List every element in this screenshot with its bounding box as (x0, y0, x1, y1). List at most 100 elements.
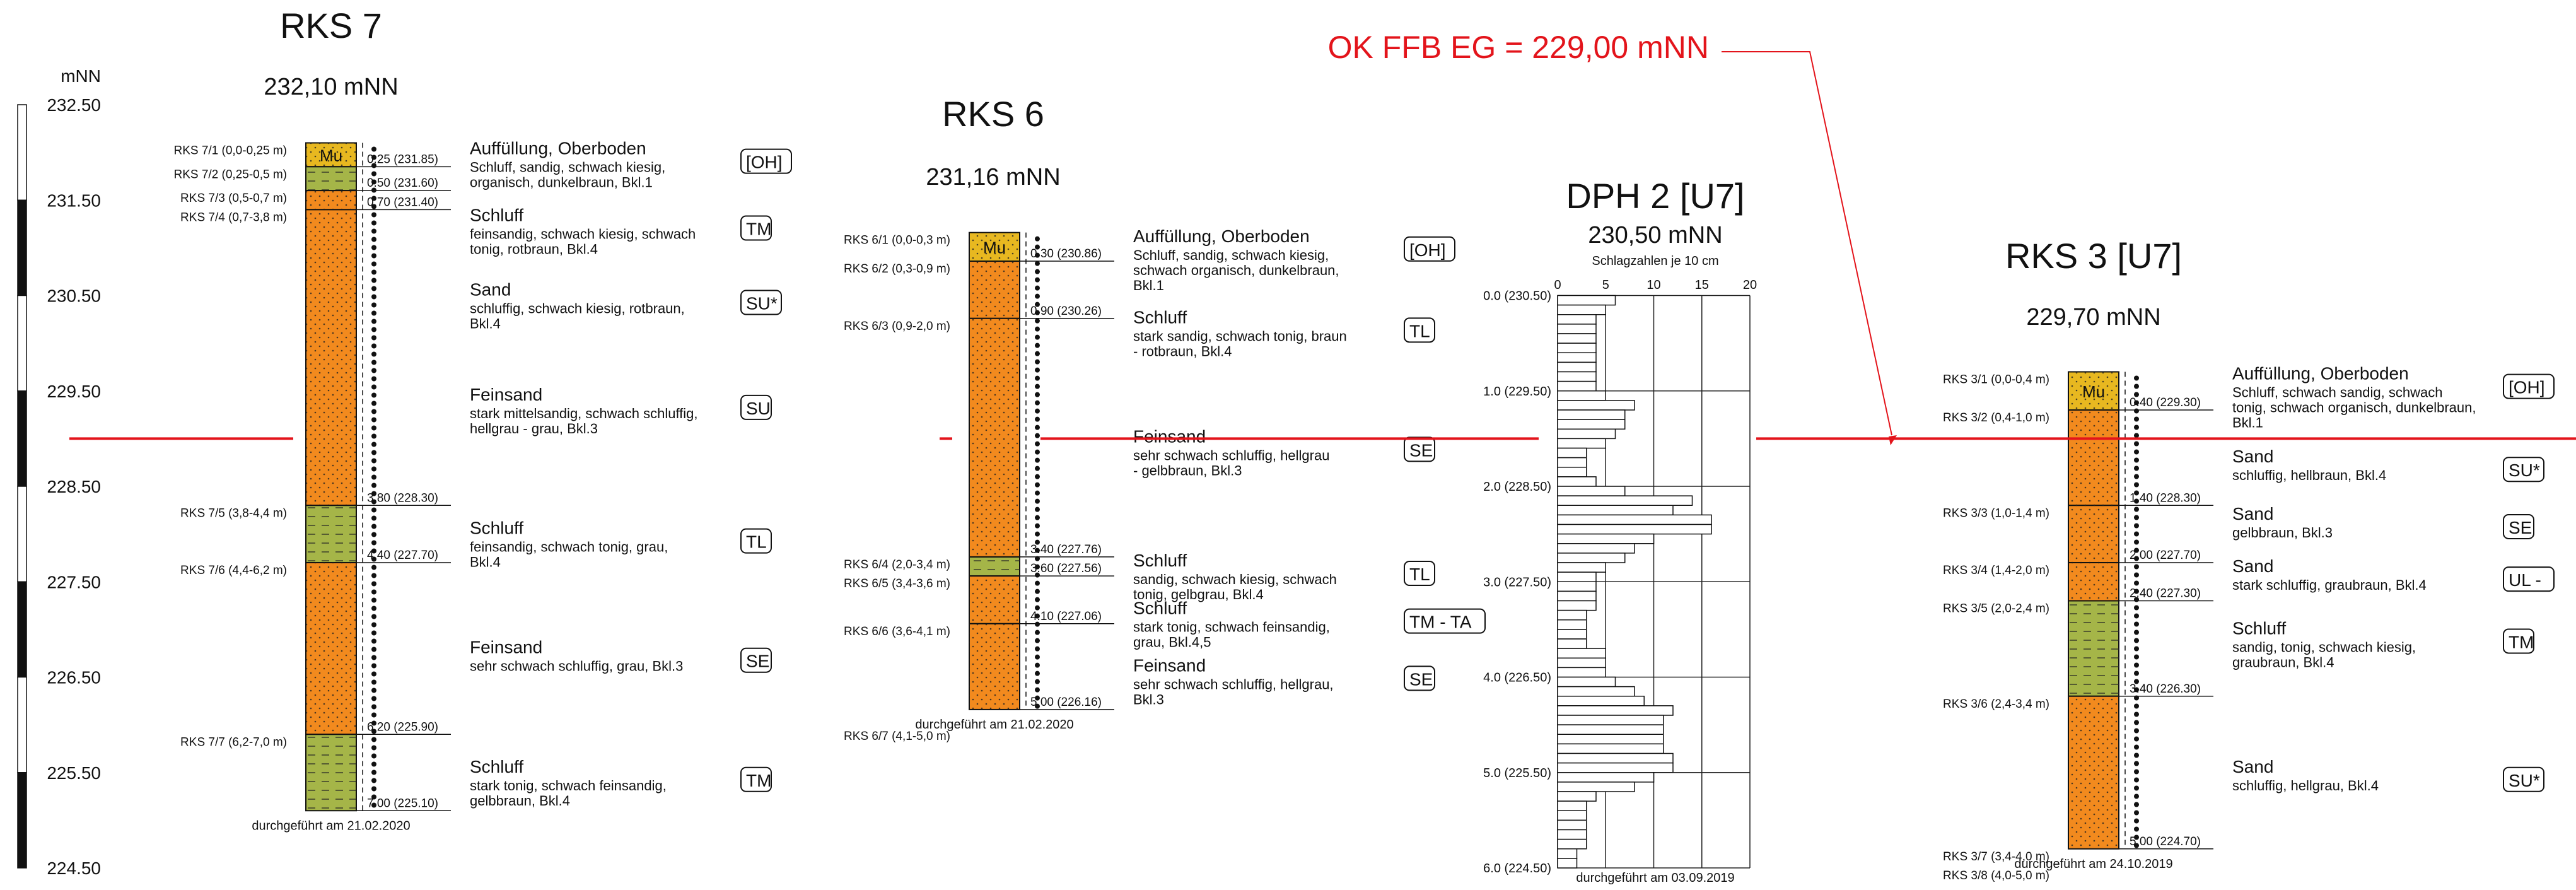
sample-dot (1035, 638, 1040, 643)
sample-dot (371, 499, 376, 505)
sample-dot (371, 565, 376, 570)
dph-bar (1557, 858, 1578, 869)
scale-segment (17, 390, 27, 487)
dph-bar (1557, 715, 1664, 725)
soil-code-box (1404, 608, 1486, 634)
layer-description: sehr schwach schluffig, hellgrau (1133, 447, 1329, 463)
sample-dot (371, 638, 376, 644)
soil-code-box (2503, 766, 2544, 792)
sample-dot (1035, 310, 1040, 315)
sample-label: RKS 7/3 (0,5-0,7 m) (180, 192, 287, 205)
soil-code-box (2503, 373, 2555, 399)
sample-dot (2134, 810, 2139, 816)
layer-title: Schluff (1133, 307, 1187, 327)
soil-pattern (306, 563, 356, 735)
sample-dot (371, 376, 376, 382)
sample-dot (2134, 531, 2139, 537)
dph-bar (1557, 829, 1587, 840)
soil-code: SU* (2509, 460, 2540, 480)
scale-tick-label: 228.50 (47, 477, 101, 496)
sample-dot (371, 343, 376, 349)
layer-description: tonig, schwach organisch, dunkelbraun, (2232, 400, 2476, 416)
sample-dot (1035, 523, 1040, 529)
sample-dot (2134, 703, 2139, 709)
dph-axis-tick: 20 (1743, 278, 1757, 292)
dph-bar (1557, 571, 1597, 582)
layer-title: Feinsand (1133, 655, 1206, 675)
sample-dot (1035, 613, 1040, 619)
dph-bar (1557, 333, 1597, 344)
layer-description: hellgrau - grau, Bkl.3 (470, 421, 598, 436)
sample-dot (371, 269, 376, 275)
dph-bar (1557, 819, 1587, 831)
layer-title: Schluff (1133, 551, 1187, 570)
sample-dot (2134, 564, 2139, 570)
layer-description: organisch, dunkelbraun, Bkl.1 (470, 175, 653, 190)
depth-label: 1.40 (228.30) (2130, 491, 2201, 505)
layer-symbol: Mu (320, 146, 342, 165)
soil-code: TL (746, 532, 767, 552)
sample-dot (371, 573, 376, 578)
sample-dot (1035, 293, 1040, 299)
sample-dot (2134, 384, 2139, 389)
sample-dot (1035, 597, 1040, 602)
dph-bar (1557, 505, 1674, 516)
dph-axis-tick: 10 (1646, 278, 1660, 292)
dph-depth-label: 4.0 (226.50) (1483, 671, 1551, 685)
dph-bar (1557, 409, 1626, 420)
layer-description: grau, Bkl.4,5 (1133, 635, 1211, 650)
reference-arrowhead (1889, 435, 1897, 445)
sample-dot (371, 696, 376, 701)
layer-description: Bkl.4 (470, 554, 501, 570)
sample-label: RKS 6/1 (0,0-0,3 m) (844, 234, 950, 247)
sample-label: RKS 7/6 (4,4-6,2 m) (180, 564, 287, 577)
depth-label: 0.30 (230.86) (1030, 247, 1102, 261)
dph-bar (1557, 314, 1597, 325)
soil-code: [OH] (2509, 378, 2545, 397)
depth-label: 3.80 (228.30) (367, 491, 438, 505)
soil-pattern (2068, 505, 2119, 563)
layer-title: Sand (470, 280, 511, 300)
dph-bar (1557, 447, 1587, 459)
dph-bar (1557, 743, 1664, 754)
sample-dot (371, 384, 376, 390)
sample-dot (1035, 506, 1040, 512)
soil-code: UL - (2509, 570, 2541, 590)
dph-bar (1557, 629, 1587, 640)
sample-dot (1035, 605, 1040, 611)
sample-dot (371, 581, 376, 587)
sample-dot (2134, 547, 2139, 553)
sample-dot (1035, 261, 1040, 266)
dph-bar (1557, 400, 1635, 411)
layer-title: Auffüllung, Oberboden (1133, 226, 1310, 246)
sample-dot (371, 237, 376, 242)
sample-label: RKS 3/4 (1,4-2,0 m) (1943, 564, 2049, 577)
sample-dot (1035, 629, 1040, 635)
layer-description: tonig, gelbgrau, Bkl.4 (1133, 587, 1264, 602)
soil-pattern (306, 209, 356, 506)
sample-dot (371, 630, 376, 636)
sample-dot (371, 442, 376, 447)
layer-description: schluffig, hellbraun, Bkl.4 (2232, 467, 2386, 483)
sample-dot (371, 622, 376, 628)
dph-bar (1557, 419, 1626, 430)
sample-dot (1035, 400, 1040, 406)
sample-dot (2134, 556, 2139, 561)
soil-code: SE (746, 652, 769, 671)
dph-bar (1557, 438, 1606, 449)
sample-dot (2134, 720, 2139, 725)
sample-dot (2134, 416, 2139, 422)
sample-dot (371, 335, 376, 341)
sample-dot (1035, 375, 1040, 381)
soil-pattern (969, 318, 1020, 557)
sample-dot (2134, 465, 2139, 471)
sample-dot (1035, 703, 1040, 709)
layer-description: Schluff, sandig, schwach kiesig, (1133, 247, 1329, 263)
scale-segment (17, 199, 27, 296)
sample-dot (2134, 515, 2139, 520)
dph-bar (1557, 324, 1597, 334)
sample-dot (371, 310, 376, 316)
dph-bar (1557, 686, 1635, 697)
sample-dot (1035, 531, 1040, 537)
sample-dot (1035, 621, 1040, 627)
